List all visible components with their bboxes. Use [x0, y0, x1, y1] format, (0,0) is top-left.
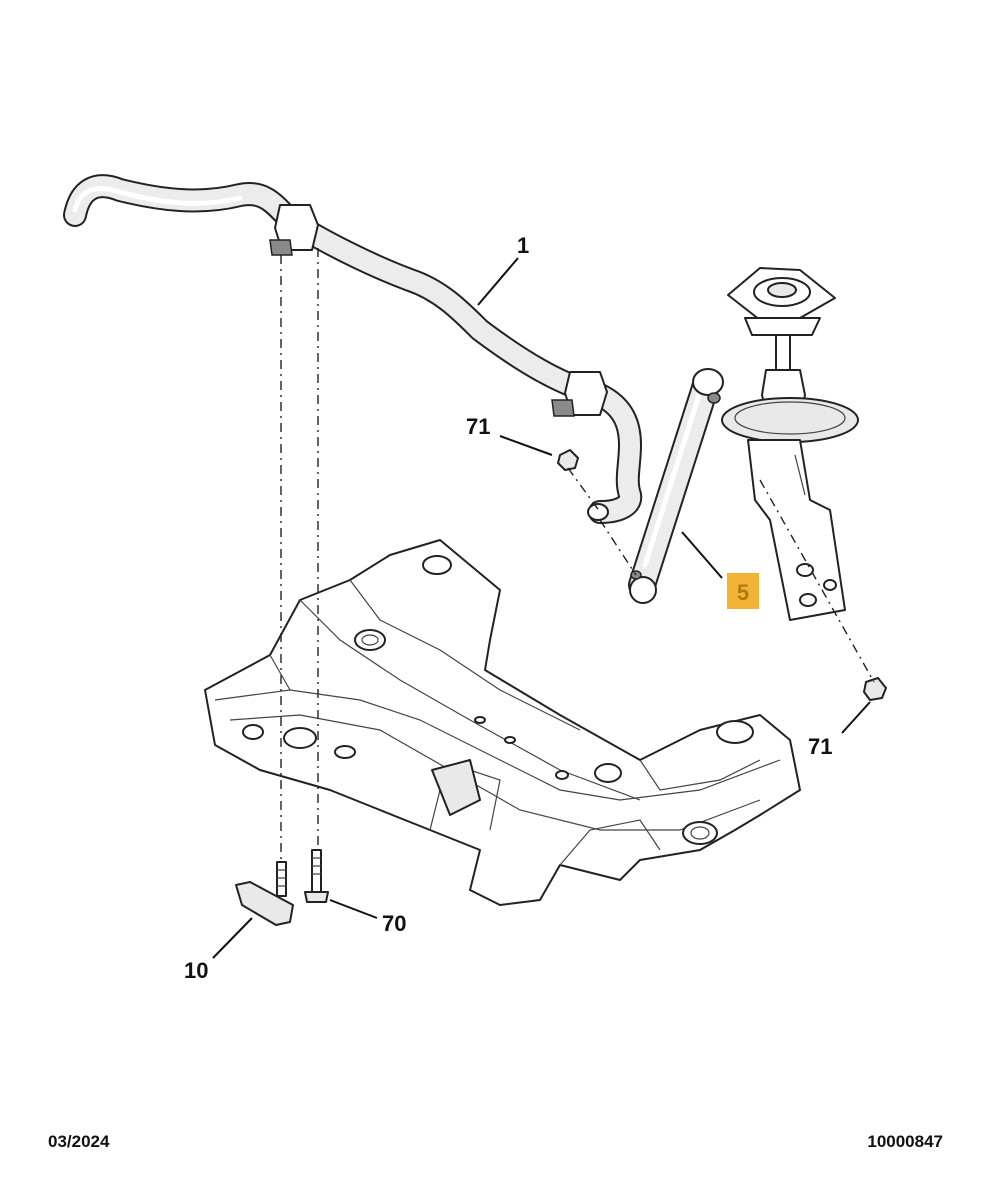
bracket-10 [235, 881, 294, 926]
suspension-strut [721, 267, 859, 621]
subframe [204, 539, 801, 906]
callout-5-highlight [727, 573, 759, 609]
stabiliser-link [628, 368, 724, 604]
bolt-10 [276, 861, 287, 897]
callout-71-upper[interactable]: 71 [466, 414, 490, 439]
leader-71-upper [499, 435, 553, 456]
assembly-axes [280, 248, 875, 860]
callout-5[interactable]: 5 [737, 580, 749, 605]
nut-lower [863, 677, 887, 701]
leader-5 [681, 531, 723, 579]
anti-roll-bar [63, 174, 643, 524]
callout-1[interactable]: 1 [517, 233, 529, 258]
footer-reference: 10000847 [867, 1132, 943, 1151]
footer-date: 03/2024 [48, 1132, 110, 1151]
leader-70 [329, 899, 378, 919]
leader-71-lower [841, 701, 871, 734]
leader-1 [477, 257, 519, 306]
callout-71-lower[interactable]: 71 [808, 734, 832, 759]
leader-lines [212, 257, 871, 959]
bolt-70 [304, 849, 329, 903]
nut-upper [557, 449, 579, 471]
callout-70[interactable]: 70 [382, 911, 406, 936]
leader-10 [212, 917, 253, 959]
callout-10[interactable]: 10 [184, 958, 208, 983]
